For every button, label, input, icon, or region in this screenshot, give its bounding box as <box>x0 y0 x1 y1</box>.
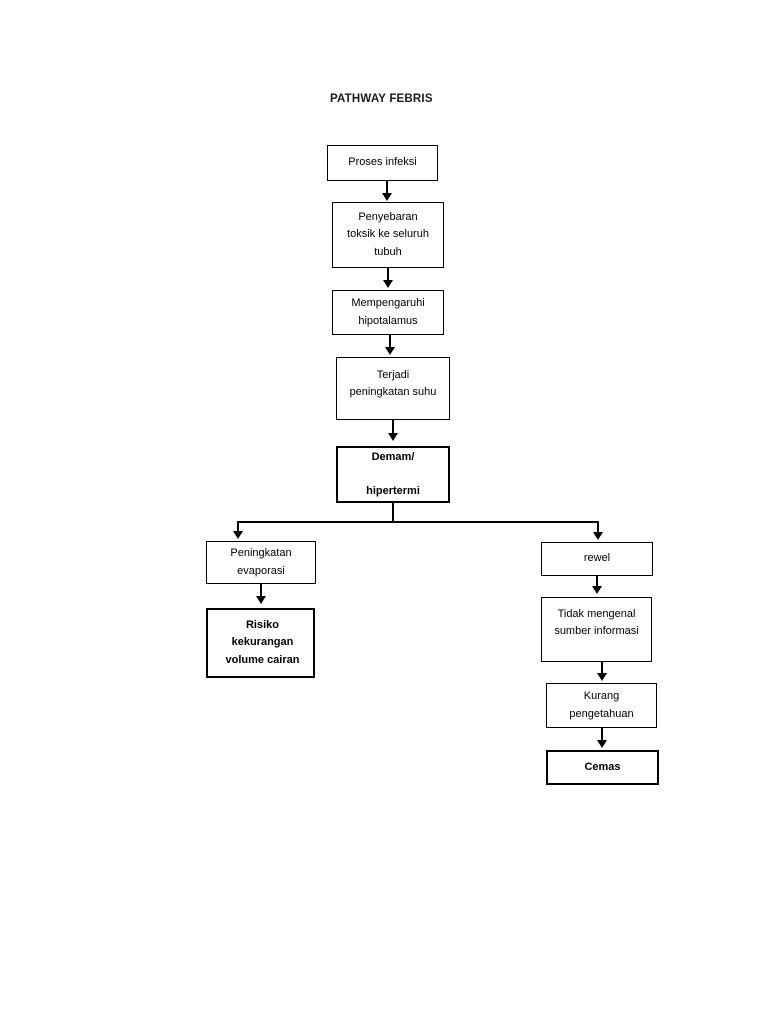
edge-n4-n5-line <box>392 420 394 435</box>
node-penyebaran-toksik: Penyebaran toksik ke seluruh tubuh <box>332 202 444 268</box>
node-label: Penyebaran toksik ke seluruh tubuh <box>347 211 429 258</box>
branch-left-drop <box>237 521 239 533</box>
page-title: PATHWAY FEBRIS <box>330 93 433 105</box>
node-peningkatan-evaporasi: Peningkatan evaporasi <box>206 541 316 584</box>
node-label: Risiko kekurangan volume cairan <box>225 619 300 666</box>
edge-n6-n7-line <box>260 584 262 598</box>
edge-n2-n3-arrowhead <box>383 280 393 288</box>
node-demam-hipertermi: Demam/ hipertermi <box>336 446 450 503</box>
node-cemas: Cemas <box>546 750 659 785</box>
node-label: Proses infeksi <box>348 156 417 169</box>
node-label: Kurang pengetahuan <box>569 690 634 720</box>
node-label: Peningkatan evaporasi <box>230 547 292 577</box>
node-label: rewel <box>583 552 611 565</box>
branch-stem <box>392 503 394 522</box>
edge-n4-n5-arrowhead <box>388 433 398 441</box>
edge-n1-n2-arrowhead <box>382 193 392 201</box>
edge-n10-n11-line <box>601 728 603 742</box>
node-label: Demam/ hipertermi <box>366 450 420 498</box>
node-mempengaruhi-hipotalamus: Mempengaruhi hipotalamus <box>332 290 444 335</box>
node-label: Cemas <box>584 760 621 773</box>
edge-n6-n7-arrowhead <box>256 596 266 604</box>
edge-n3-n4-arrowhead <box>385 347 395 355</box>
node-label: Tidak mengenal sumber informasi <box>554 608 639 638</box>
node-tidak-mengenal-sumber-informasi: Tidak mengenal sumber informasi <box>541 597 652 662</box>
node-rewel: rewel <box>541 542 653 576</box>
edge-n1-n2-line <box>386 181 388 195</box>
edge-n9-n10-arrowhead <box>597 673 607 681</box>
branch-bar <box>237 521 598 523</box>
node-label: Mempengaruhi hipotalamus <box>351 297 425 327</box>
node-risiko-kekurangan-volume-cairan: Risiko kekurangan volume cairan <box>206 608 315 678</box>
branch-left-arrowhead <box>233 531 243 539</box>
edge-n2-n3-line <box>387 268 389 282</box>
node-proses-infeksi: Proses infeksi <box>327 145 438 181</box>
branch-right-arrowhead <box>593 532 603 540</box>
edge-n8-n9-line <box>596 576 598 588</box>
edge-n9-n10-line <box>601 662 603 675</box>
node-terjadi-peningkatan-suhu: Terjadi peningkatan suhu <box>336 357 450 420</box>
node-kurang-pengetahuan: Kurang pengetahuan <box>546 683 657 728</box>
edge-n3-n4-line <box>389 335 391 349</box>
edge-n8-n9-arrowhead <box>592 586 602 594</box>
node-label: Terjadi peningkatan suhu <box>349 369 437 399</box>
edge-n10-n11-arrowhead <box>597 740 607 748</box>
branch-right-drop <box>597 521 599 534</box>
